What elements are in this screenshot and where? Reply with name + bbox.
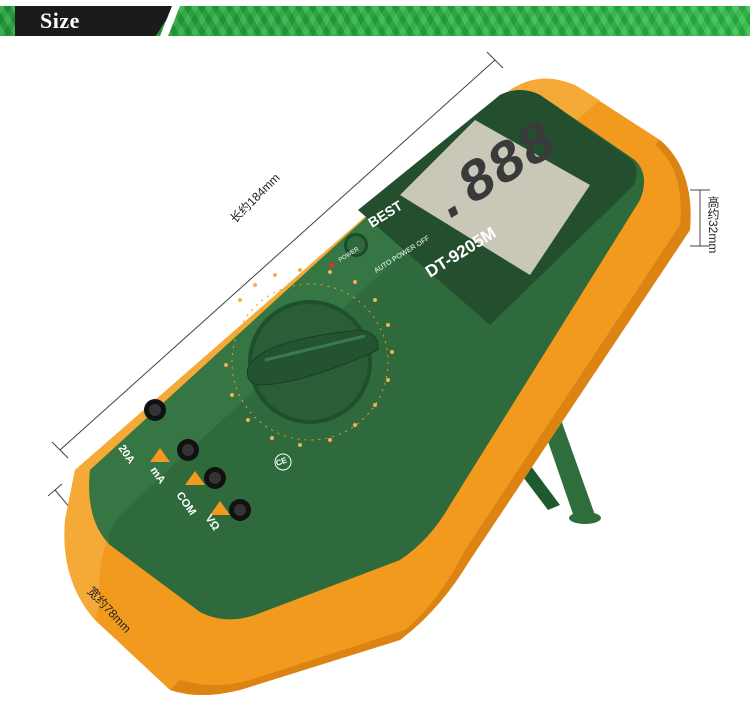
header-title-tab (15, 6, 175, 36)
height-dimension-line (690, 189, 710, 247)
ce-mark-icon: CE (274, 453, 292, 471)
length-dimension-line (51, 51, 504, 459)
header-title: Size (40, 8, 80, 33)
rotary-dial (231, 283, 389, 441)
dial-scale-marks (224, 268, 394, 447)
multimeter-photo: .888 BEST DT-9205M AUTO POWER OFF POWER (47, 51, 710, 696)
input-jacks (144, 399, 251, 521)
svg-text:CE: CE (275, 455, 289, 467)
height-dimension-label: 高约32mm (706, 196, 720, 254)
section-header: Size (0, 0, 750, 40)
